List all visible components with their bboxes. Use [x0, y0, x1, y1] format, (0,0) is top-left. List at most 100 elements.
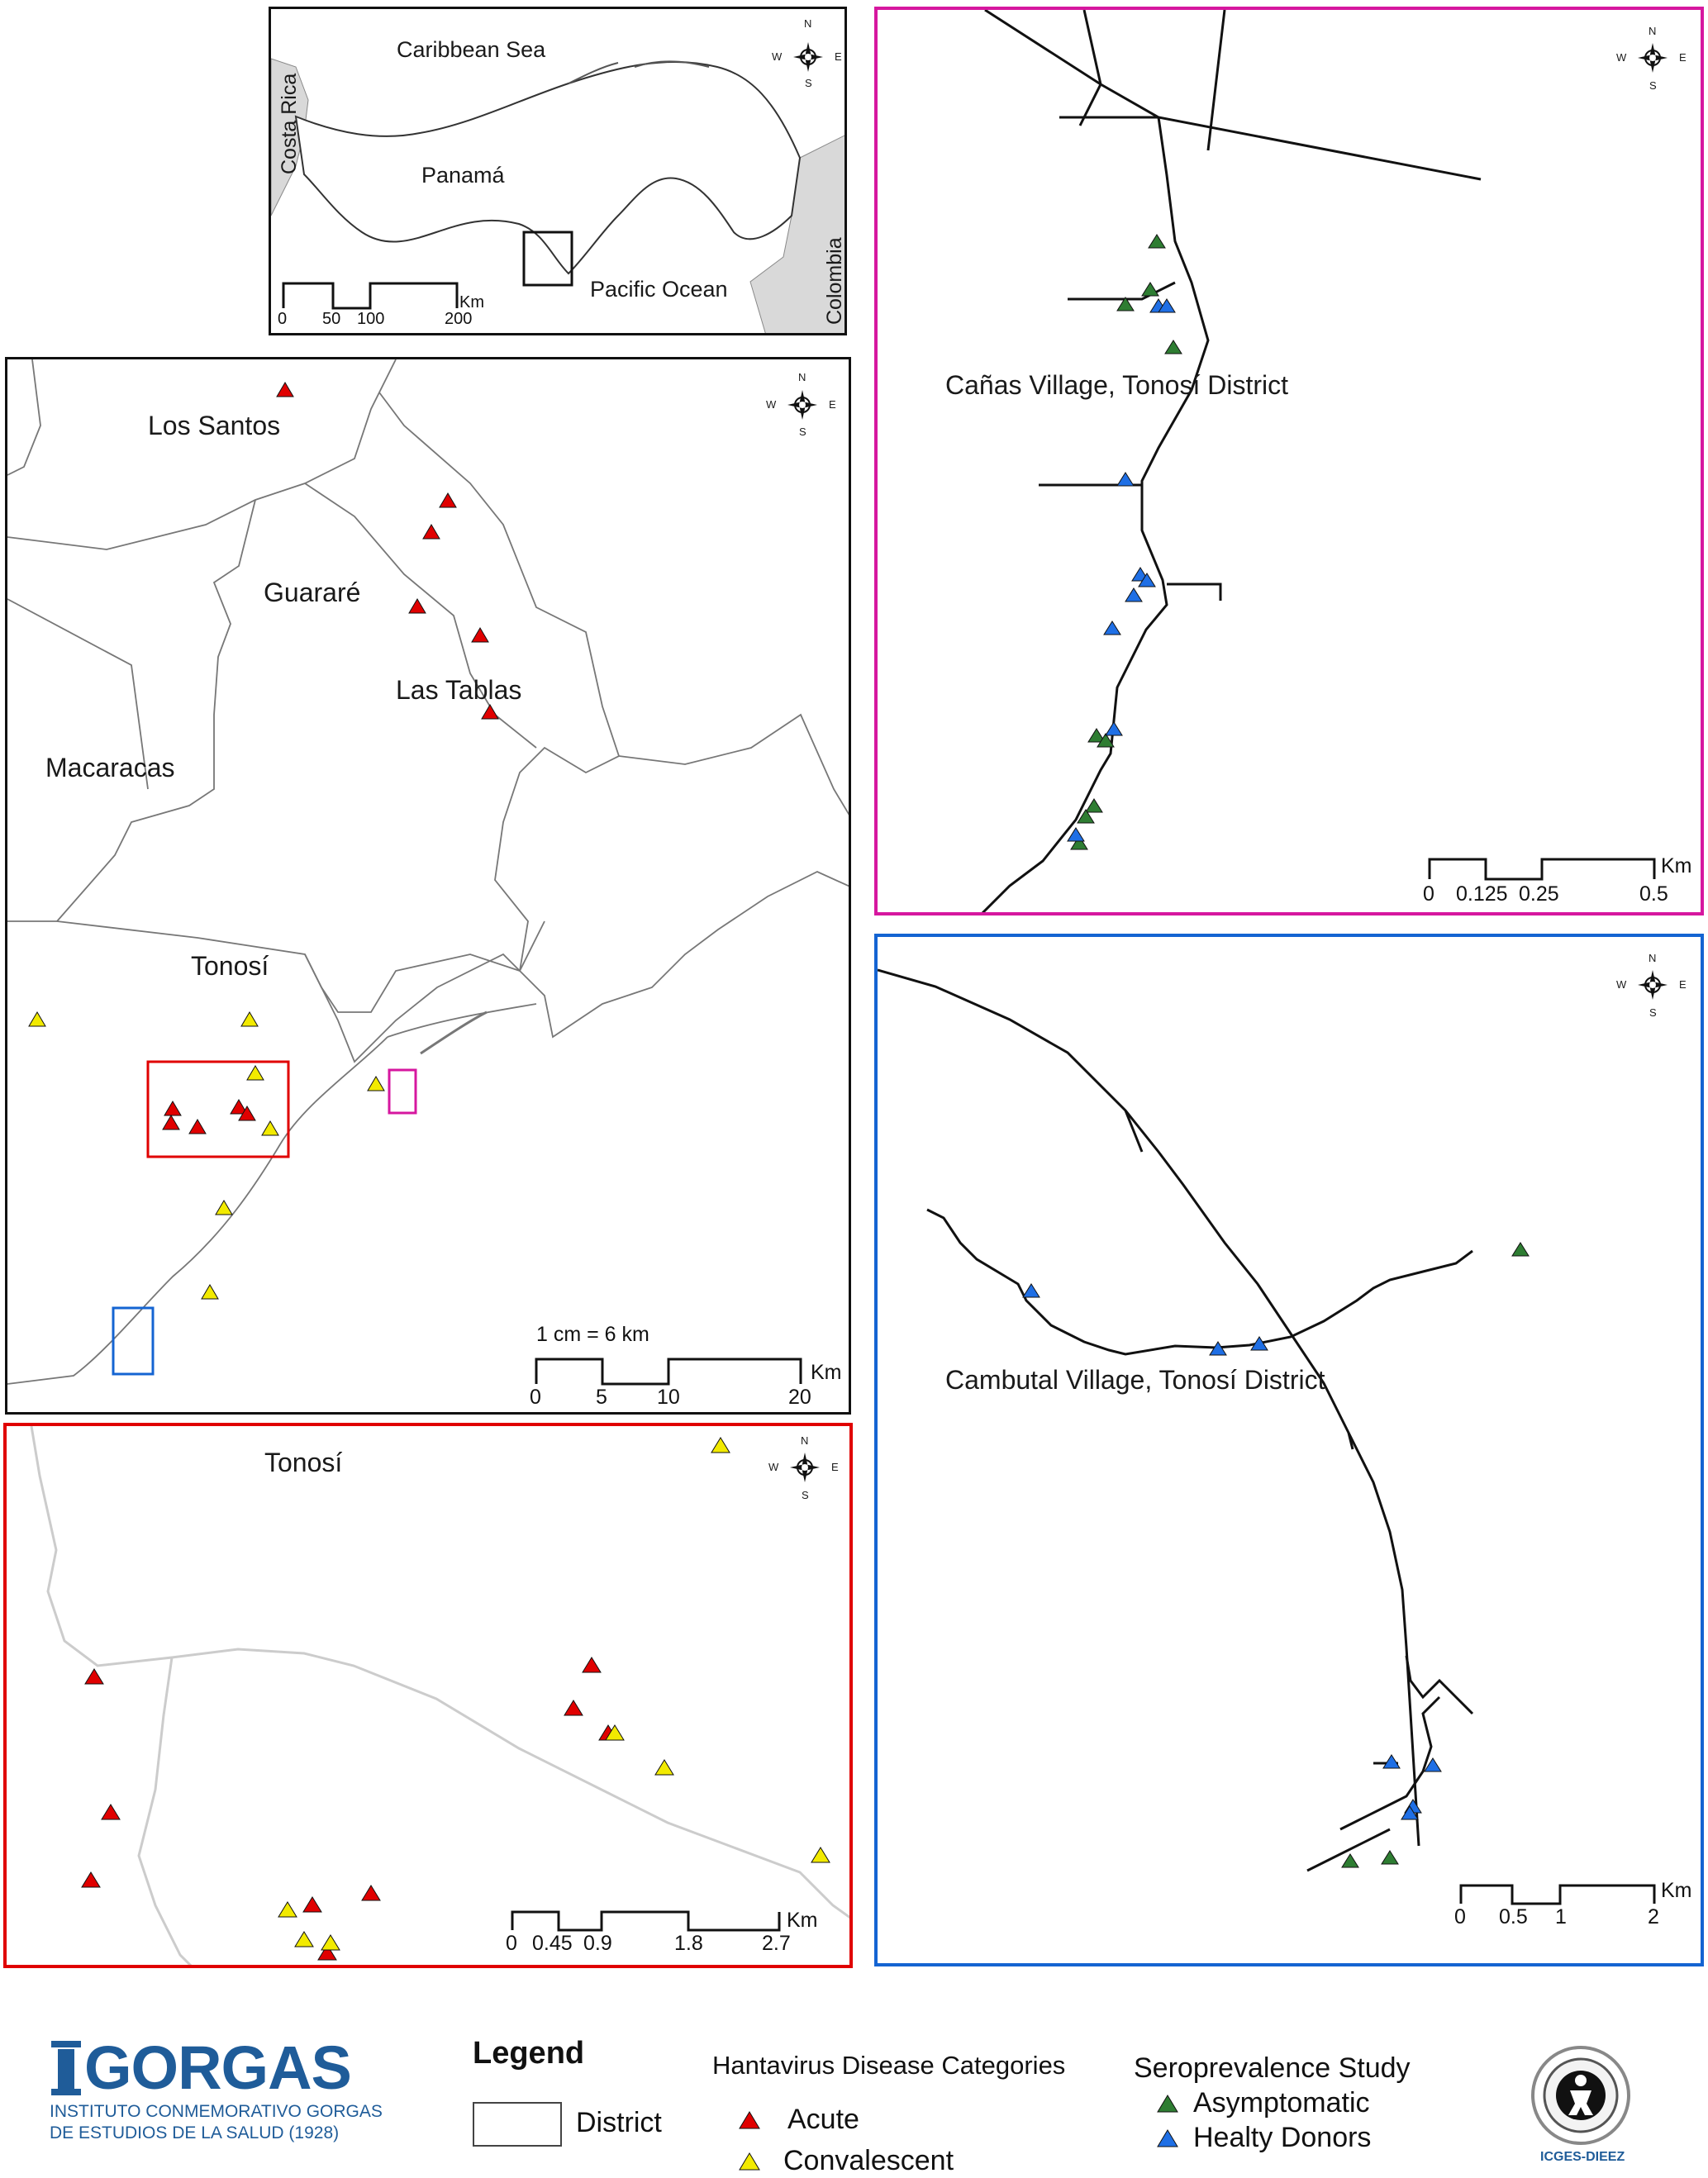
acute-marker [439, 492, 457, 508]
scale-tick: 0.45 [532, 1932, 573, 1955]
detail-area-box [146, 1060, 290, 1158]
compass-n: N [798, 371, 806, 383]
compass-icon [790, 1453, 820, 1482]
scale-unit: Km [1661, 854, 1692, 877]
scale-tick: 5 [596, 1386, 607, 1409]
compass-w: W [1616, 51, 1627, 64]
cambutal-area-box [112, 1306, 155, 1376]
acute-marker [101, 1804, 121, 1820]
scale-tick: 200 [445, 310, 473, 328]
asymptomatic-marker [1097, 733, 1115, 748]
scale-tick: 100 [357, 310, 385, 328]
convalescent-marker [654, 1759, 674, 1776]
acute-marker [408, 598, 426, 614]
icges-emblem-icon [1531, 2046, 1630, 2145]
compass-e: E [1679, 51, 1687, 64]
scale-unit: Km [811, 1361, 842, 1384]
canas-area-box [388, 1068, 417, 1115]
scale-tick: 1.8 [674, 1932, 703, 1955]
gorgas-column-icon [51, 2041, 81, 2095]
acute-marker [361, 1885, 381, 1901]
asymptomatic-legend-icon [1157, 2095, 1178, 2113]
acute-marker [81, 1871, 101, 1888]
convalescent-marker [294, 1931, 314, 1947]
legend-disease-title: Hantavirus Disease Categories [712, 2051, 1066, 2080]
acute-marker [481, 704, 499, 720]
scale-tick: 2.7 [762, 1932, 791, 1955]
compass-e: E [835, 50, 842, 63]
label-pacific-ocean: Pacific Ocean [590, 277, 728, 302]
canas-scale-bar [1428, 858, 1656, 881]
acute-markers [162, 382, 499, 1134]
scale-tick: 2 [1648, 1905, 1659, 1928]
compass-s: S [1649, 79, 1657, 92]
asymptomatic-marker [1077, 809, 1095, 824]
convalescent-marker [605, 1724, 625, 1741]
scale-tick: 0 [1454, 1905, 1466, 1928]
label-las-tablas: Las Tablas [396, 675, 522, 705]
healthy-donor-marker [1209, 1341, 1227, 1356]
scale-tick: 0.5 [1499, 1905, 1528, 1928]
acute-marker [162, 1115, 180, 1130]
compass-n: N [804, 17, 812, 30]
acute-marker [564, 1700, 583, 1716]
acute-marker [230, 1099, 248, 1115]
districts-scale-bar [535, 1358, 802, 1386]
healthy-donor-marker [1103, 621, 1121, 635]
healthy-donor-marker [1158, 298, 1176, 313]
panama-inset-map: Caribbean Sea Costa Rica Panamá Pacific … [269, 7, 847, 335]
convalescent-marker [201, 1284, 219, 1300]
convalescent-markers [278, 1437, 830, 1951]
convalescent-marker [261, 1120, 279, 1136]
convalescent-marker [711, 1437, 730, 1453]
legend-sero-title: Seroprevalence Study [1134, 2052, 1411, 2084]
asymptomatic-marker [1087, 728, 1106, 743]
compass-n: N [801, 1434, 809, 1447]
scale-unit: Km [787, 1909, 818, 1932]
acute-markers [81, 1657, 618, 1961]
compass-icon [787, 390, 817, 420]
compass-s: S [805, 77, 812, 89]
acute-marker [422, 524, 440, 540]
study-area-box [522, 231, 573, 287]
districts-svg [7, 359, 849, 1386]
tonosi-detail-map: Tonosí N S W E 0 0.45 0.9 1.8 2.7 Km [3, 1423, 853, 1968]
acute-marker [317, 1944, 337, 1961]
scale-tick: 0 [278, 310, 288, 328]
asymptomatic-marker [1341, 1853, 1359, 1868]
label-canas-village: Cañas Village, Tonosí District [945, 370, 1289, 400]
scale-tick: 0.125 [1456, 882, 1508, 906]
asymptomatic-markers [1070, 234, 1182, 850]
healthy-legend-icon [1157, 2129, 1178, 2147]
canas-roads [981, 10, 1482, 912]
healthy-donor-marker [1424, 1757, 1442, 1772]
gorgas-line2: DE ESTUDIOS DE LA SALUD (1928) [50, 2123, 340, 2142]
scale-tick: 0.25 [1519, 882, 1559, 906]
scale-unit: Km [1661, 1879, 1692, 1902]
asymptomatic-marker [1148, 234, 1166, 249]
legend-district-swatch [473, 2102, 562, 2147]
label-los-santos: Los Santos [148, 411, 281, 440]
asymptomatic-marker [1116, 297, 1135, 311]
healthy-donor-marker [1116, 472, 1135, 487]
asymptomatic-marker [1085, 798, 1103, 813]
acute-marker [582, 1657, 602, 1673]
legend-district-label: District [576, 2107, 662, 2138]
compass-n: N [1649, 952, 1657, 964]
scale-tick: 0.9 [583, 1932, 612, 1955]
label-guarare: Guararé [264, 578, 361, 607]
cambutal-village-map: Cambutal Village, Tonosí District N S W … [874, 934, 1704, 1966]
acute-marker [276, 382, 294, 397]
scale-tick: 0 [1423, 882, 1434, 906]
label-cambutal-village: Cambutal Village, Tonosí District [945, 1365, 1325, 1395]
canas-svg [981, 10, 1668, 912]
acute-marker [471, 627, 489, 643]
healthy-donor-marker [1022, 1283, 1040, 1298]
scale-tick: 0 [530, 1386, 541, 1409]
label-tonosi: Tonosí [191, 951, 269, 981]
scale-tick: 0 [506, 1932, 517, 1955]
convalescent-marker [367, 1076, 385, 1091]
convalescent-marker [246, 1065, 264, 1081]
convalescent-marker [240, 1011, 259, 1027]
compass-e: E [829, 398, 836, 411]
